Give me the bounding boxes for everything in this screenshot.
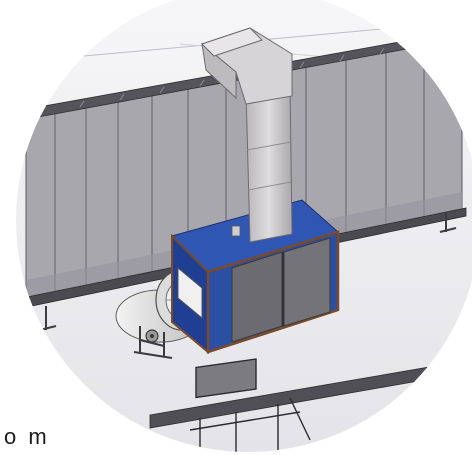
gear-icon — [145, 329, 159, 343]
caption-fragment: o m — [4, 424, 50, 449]
exhaust-duct — [200, 27, 293, 243]
